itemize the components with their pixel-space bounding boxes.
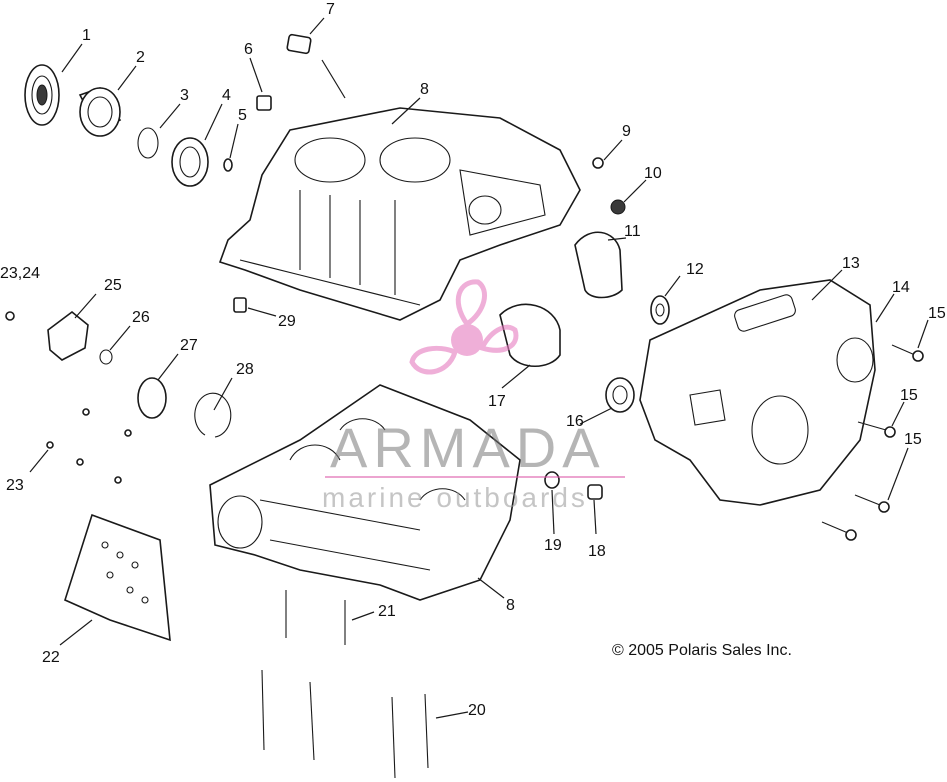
part-26-oring bbox=[99, 349, 113, 365]
label-15-b: 15 bbox=[900, 387, 918, 404]
part-1-seal bbox=[24, 64, 60, 126]
label-9: 9 bbox=[622, 123, 631, 140]
label-8-upper: 8 bbox=[420, 81, 429, 98]
label-1: 1 bbox=[82, 27, 91, 44]
label-16: 16 bbox=[566, 413, 584, 430]
part-25-cap bbox=[47, 310, 89, 361]
part-23-fasteners bbox=[5, 311, 132, 484]
label-2: 2 bbox=[136, 49, 145, 66]
upper-crankcase bbox=[218, 107, 581, 321]
part-10-plug bbox=[610, 199, 626, 215]
watermark-rule bbox=[325, 476, 625, 478]
label-18: 18 bbox=[588, 543, 606, 560]
part-29-dowel bbox=[233, 297, 247, 313]
copyright-notice: © 2005 Polaris Sales Inc. bbox=[612, 642, 792, 659]
part-7-pin bbox=[286, 33, 312, 55]
label-7: 7 bbox=[326, 1, 335, 18]
part-17-bearing-half bbox=[499, 303, 561, 367]
part-5-washer bbox=[223, 158, 233, 172]
label-23-24: 23,24 bbox=[0, 265, 40, 282]
callout-labels: 1 2 3 4 5 6 7 8 9 10 11 12 13 14 15 15 1… bbox=[0, 1, 946, 719]
part-12-washer bbox=[650, 295, 670, 325]
label-15-a: 15 bbox=[928, 305, 946, 322]
label-21: 21 bbox=[378, 603, 396, 620]
label-19: 19 bbox=[544, 537, 562, 554]
part-20-21-bolts bbox=[261, 590, 429, 779]
part-27-plug bbox=[137, 377, 167, 419]
leader-lines bbox=[29, 17, 929, 719]
crankcase-cover bbox=[639, 279, 876, 506]
part-16-seal bbox=[605, 377, 635, 413]
part-15-bolts bbox=[821, 344, 924, 541]
label-10: 10 bbox=[644, 165, 662, 182]
part-6-dowel bbox=[256, 95, 272, 111]
label-3: 3 bbox=[180, 87, 189, 104]
label-20: 20 bbox=[468, 702, 486, 719]
watermark-logo bbox=[409, 279, 519, 375]
label-29: 29 bbox=[278, 313, 296, 330]
label-6: 6 bbox=[244, 41, 253, 58]
part-22-plate bbox=[64, 513, 171, 642]
label-8-lower: 8 bbox=[506, 597, 515, 614]
label-5: 5 bbox=[238, 107, 247, 124]
part-2-bearing bbox=[78, 87, 122, 137]
label-15-c: 15 bbox=[904, 431, 922, 448]
label-17: 17 bbox=[488, 393, 506, 410]
label-11: 11 bbox=[624, 223, 641, 240]
label-25: 25 bbox=[104, 277, 122, 294]
part-28-circlip bbox=[194, 392, 232, 438]
label-14: 14 bbox=[892, 279, 910, 296]
label-22: 22 bbox=[42, 649, 60, 666]
part-3-ring bbox=[137, 127, 159, 159]
watermark-subtitle: marine outboards bbox=[322, 482, 588, 513]
label-4: 4 bbox=[222, 87, 231, 104]
label-27: 27 bbox=[180, 337, 198, 354]
label-23: 23 bbox=[6, 477, 24, 494]
label-13: 13 bbox=[842, 255, 860, 272]
part-18-fitting bbox=[587, 484, 603, 500]
watermark-title: ARMADA bbox=[330, 416, 606, 479]
part-4-bearing bbox=[171, 137, 209, 187]
label-12: 12 bbox=[686, 261, 704, 278]
part-9-screw bbox=[592, 157, 604, 169]
part-11-bearing-half bbox=[574, 231, 623, 299]
label-26: 26 bbox=[132, 309, 150, 326]
label-28: 28 bbox=[236, 361, 254, 378]
